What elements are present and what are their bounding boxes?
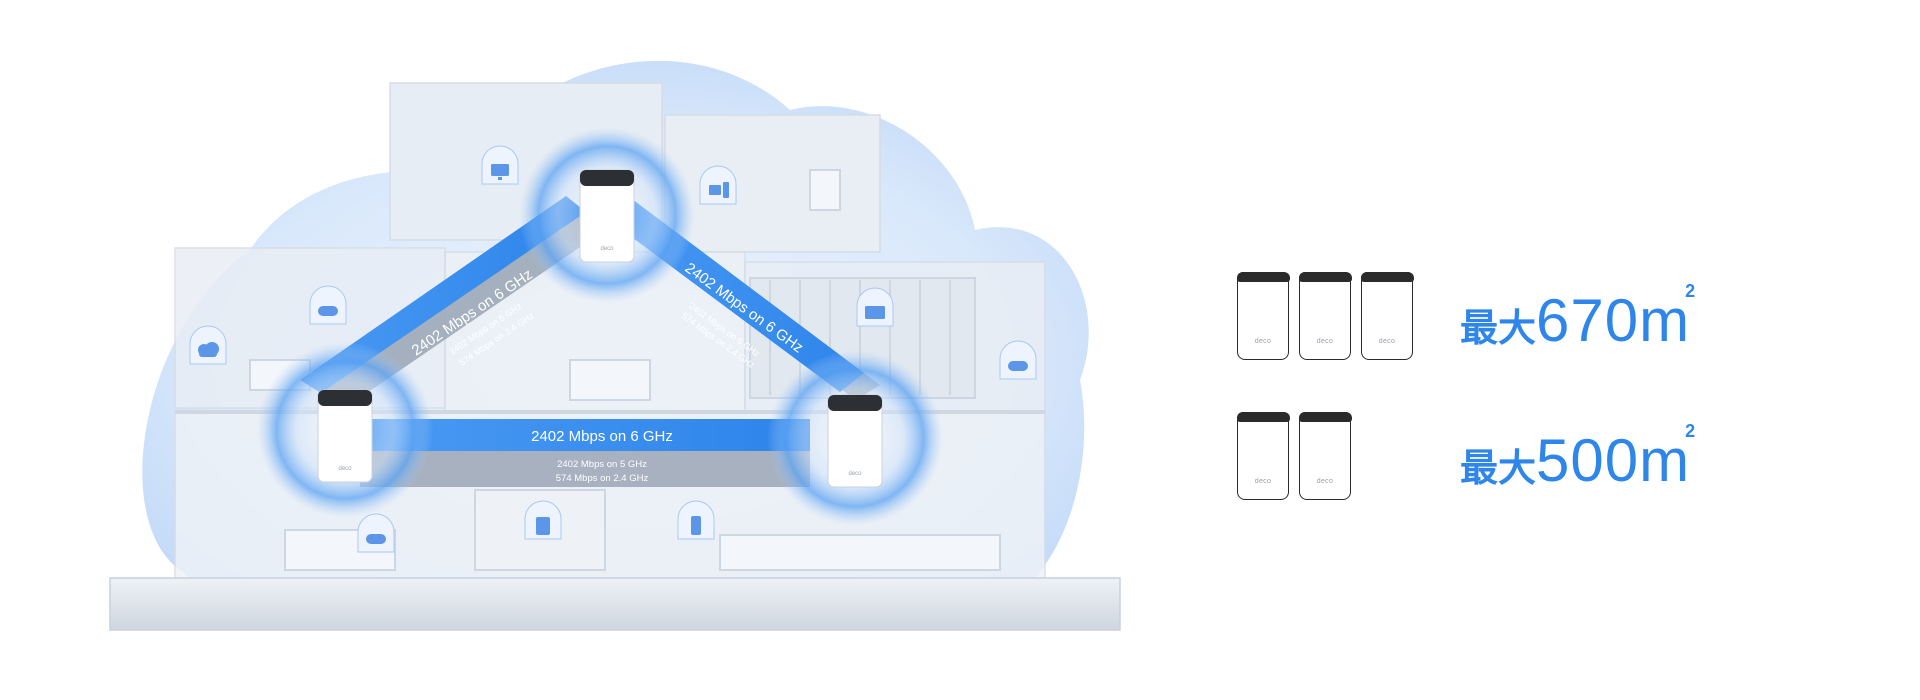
room-icons [189,145,1037,553]
unit-cap [1236,411,1290,422]
tablet-icon [524,500,562,540]
unit-cap [1236,271,1290,282]
deco-unit-logo: deco [338,466,352,472]
bottom-link-secondary-24: 574 Mbps on 2.4 GHz [556,473,649,484]
phone-icon [677,500,715,540]
unit-logo: deco [1254,338,1272,345]
unit-logo: deco [1316,478,1334,485]
gamepad-icon [357,513,395,553]
unit-cap [1298,271,1352,282]
coverage-label-500: 最大500m2 [1460,422,1695,491]
cloud-icon [189,325,227,365]
coverage-value: 500 [1536,427,1640,494]
deco-unit-outline: deco [1360,271,1414,360]
coverage-label-670: 最大670m2 [1460,282,1695,351]
coverage-unit: m [1639,427,1690,494]
gamepad-icon [309,285,347,325]
coverage-unit-sup: 2 [1685,281,1696,301]
three-unit-pack: deco deco deco [1236,271,1414,360]
bottom-link-primary: 2402 Mbps on 6 GHz [531,428,673,445]
monitor-icon [481,145,519,185]
gamepad-icon [999,340,1037,380]
deco-unit-right: deco [827,394,883,488]
deco-unit-outline: deco [1298,271,1352,360]
tv-icon [856,287,894,327]
unit-logo: deco [1316,338,1334,345]
deco-unit-logo: deco [848,471,862,477]
deco-unit-outline: deco [1236,271,1290,360]
coverage-unit-sup: 2 [1685,421,1696,441]
unit-logo: deco [1254,478,1272,485]
two-unit-pack: deco deco [1236,411,1352,500]
coverage-prefix: 最大 [1460,306,1537,350]
coverage-unit: m [1639,287,1690,354]
deco-unit-top: deco [579,169,635,263]
coverage-prefix: 最大 [1460,446,1537,490]
deco-unit-left: deco [317,389,373,483]
coverage-value: 670 [1536,287,1640,354]
deco-unit-outline: deco [1236,411,1290,500]
unit-cap [1360,271,1414,282]
deco-unit-logo: deco [600,246,614,252]
deco-unit-outline: deco [1298,411,1352,500]
computer-icon [699,165,737,205]
unit-cap [1298,411,1352,422]
bottom-link-secondary-5: 2402 Mbps on 5 GHz [557,459,647,470]
unit-logo: deco [1378,338,1396,345]
